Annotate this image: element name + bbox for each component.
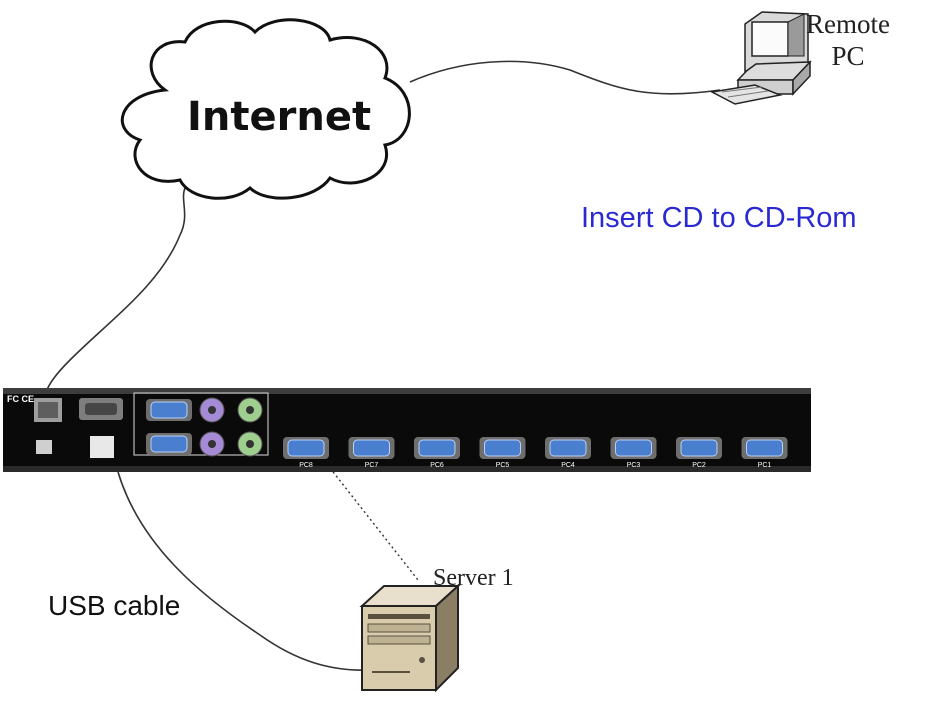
- console-vga-port-bottom: [146, 433, 192, 455]
- remote-pc-label-line-2: PC: [831, 41, 865, 71]
- kvm-port-label: PC1: [758, 462, 772, 469]
- internet-cloud: [120, 18, 411, 200]
- kvm-port-pc5: [479, 437, 526, 459]
- kvm-port-label: PC6: [430, 462, 444, 469]
- console-vga-port-top: [146, 399, 192, 421]
- usb-cable: [117, 471, 373, 672]
- kvm-port-pc6: [414, 437, 460, 459]
- console-ps2-keyboard-bottom: [237, 431, 263, 457]
- server-dotted-link: [329, 467, 419, 581]
- usb-cable-label: USB cable: [48, 590, 181, 621]
- remote-pc-label-line-1: Remote: [806, 9, 890, 39]
- kvm-port-pc4: [545, 437, 591, 459]
- kvm-port-pc7: [348, 437, 395, 459]
- internet-to-kvm-cable: [44, 187, 186, 396]
- kvm-port-group: FC CE PC8 PC7 PC6 PC5 PC4 PC3 PC2 PC1: [7, 394, 788, 469]
- kvm-port-label: PC2: [692, 462, 706, 469]
- kvm-port-pc1: [741, 437, 788, 459]
- kvm-logo-text: FC CE: [7, 394, 34, 404]
- kvm-port-pc8: [283, 437, 329, 459]
- kvm-port-label: PC5: [496, 462, 510, 469]
- server-1-label: Server 1: [433, 565, 514, 591]
- remote-pc-icon: [709, 11, 812, 105]
- kvm-port-pc2: [676, 437, 722, 459]
- console-ps2-mouse-top: [199, 397, 225, 423]
- console-ps2-keyboard-top: [237, 397, 263, 423]
- kvm-port-label: PC3: [627, 462, 641, 469]
- console-ps2-mouse-bottom: [199, 431, 225, 457]
- server-1-icon: [359, 583, 461, 693]
- internet-label: Internet: [187, 94, 372, 140]
- insert-cd-instruction: Insert CD to CD-Rom: [581, 202, 857, 234]
- kvm-port-pc3: [610, 437, 657, 459]
- kvm-port-label: PC8: [299, 462, 313, 469]
- kvm-switch-panel: [3, 388, 811, 472]
- kvm-port-label: PC4: [561, 462, 575, 469]
- internet-to-remote-cable: [409, 60, 721, 95]
- remote-pc-label: Remote PC: [806, 8, 890, 72]
- kvm-port-label: PC7: [365, 462, 379, 469]
